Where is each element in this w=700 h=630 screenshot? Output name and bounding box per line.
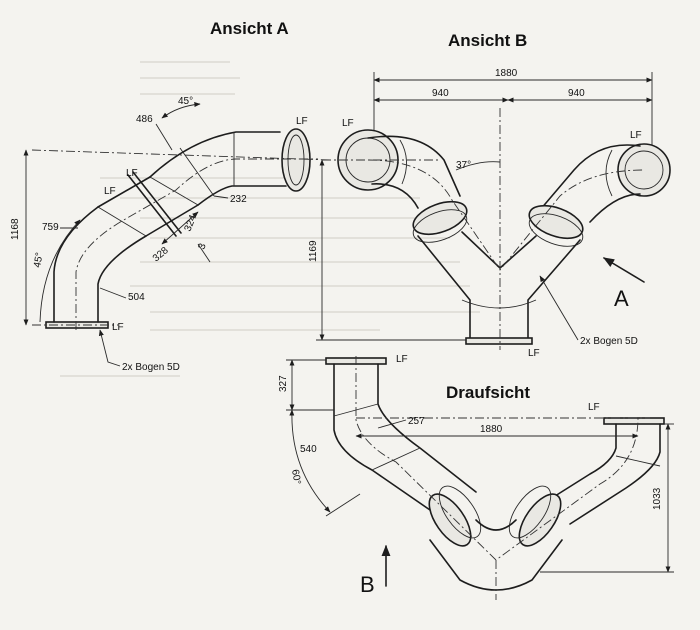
top-view-dim-1880: 1880: [480, 424, 503, 435]
view-b: Ansicht B 1880 940 940: [308, 31, 671, 359]
view-b-right-flange: [617, 143, 671, 197]
view-a-lf-bottom: LF: [112, 322, 124, 333]
view-a-dim-232: 232: [230, 194, 247, 205]
view-b-direction-arrow: [603, 257, 645, 283]
top-view-dim-60: 60°: [289, 469, 302, 486]
top-view-right-flange: [603, 417, 665, 425]
view-a-dim-3: 3: [196, 242, 208, 251]
top-view-lf-right: LF: [588, 402, 600, 413]
view-a-lf-top: LF: [296, 116, 308, 127]
top-view-dim-257: 257: [408, 416, 425, 427]
view-b-dim-1880: 1880: [495, 68, 518, 79]
view-a-top-flange: [281, 128, 311, 192]
view-b-bottom-flange: [465, 337, 533, 345]
top-view-dim-540: 540: [300, 444, 317, 455]
view-a-bend-note: 2x Bogen 5D: [122, 362, 180, 373]
view-a: Ansicht A 1168 759 45°: [10, 19, 331, 373]
view-b-left-branch-flange: [412, 200, 468, 236]
top-view: Draufsicht 327 540 60°: [278, 354, 674, 600]
top-view-dim-1033: 1033: [652, 487, 663, 510]
view-b-arrow-label-a: A: [614, 286, 629, 311]
view-a-dim-324: 324: [183, 213, 200, 233]
top-view-left-branch-flange: [428, 493, 472, 547]
view-b-bend-note: 2x Bogen 5D: [580, 336, 638, 347]
view-a-lf-mid-1: LF: [126, 168, 138, 179]
view-b-title: Ansicht B: [448, 31, 527, 50]
view-a-dim-45-side: 45°: [32, 252, 45, 269]
view-a-dim-1168: 1168: [10, 218, 21, 240]
view-a-dim-328: 328: [151, 245, 171, 264]
view-b-dim-940-right: 940: [568, 88, 585, 99]
view-b-lf-left: LF: [342, 118, 354, 129]
top-view-title: Draufsicht: [446, 383, 530, 402]
view-b-dim-1169: 1169: [308, 240, 319, 262]
view-a-mid-flange: [127, 171, 182, 237]
view-b-lf-right: LF: [630, 130, 642, 141]
view-a-dim-486: 486: [136, 114, 153, 125]
top-view-arrow-label-b: B: [360, 572, 375, 597]
top-view-lf-left: LF: [396, 354, 408, 365]
view-b-dim-37: 37°: [456, 160, 471, 171]
view-a-lf-mid-2: LF: [104, 186, 116, 197]
view-a-dim-504: 504: [128, 292, 145, 303]
view-b-dim-940-left: 940: [432, 88, 449, 99]
view-a-title: Ansicht A: [210, 19, 289, 38]
view-a-dim-759: 759: [42, 222, 59, 233]
top-view-dim-327: 327: [278, 375, 289, 392]
view-a-dim-45-top: 45°: [178, 96, 193, 107]
view-b-lf-bottom: LF: [528, 348, 540, 359]
